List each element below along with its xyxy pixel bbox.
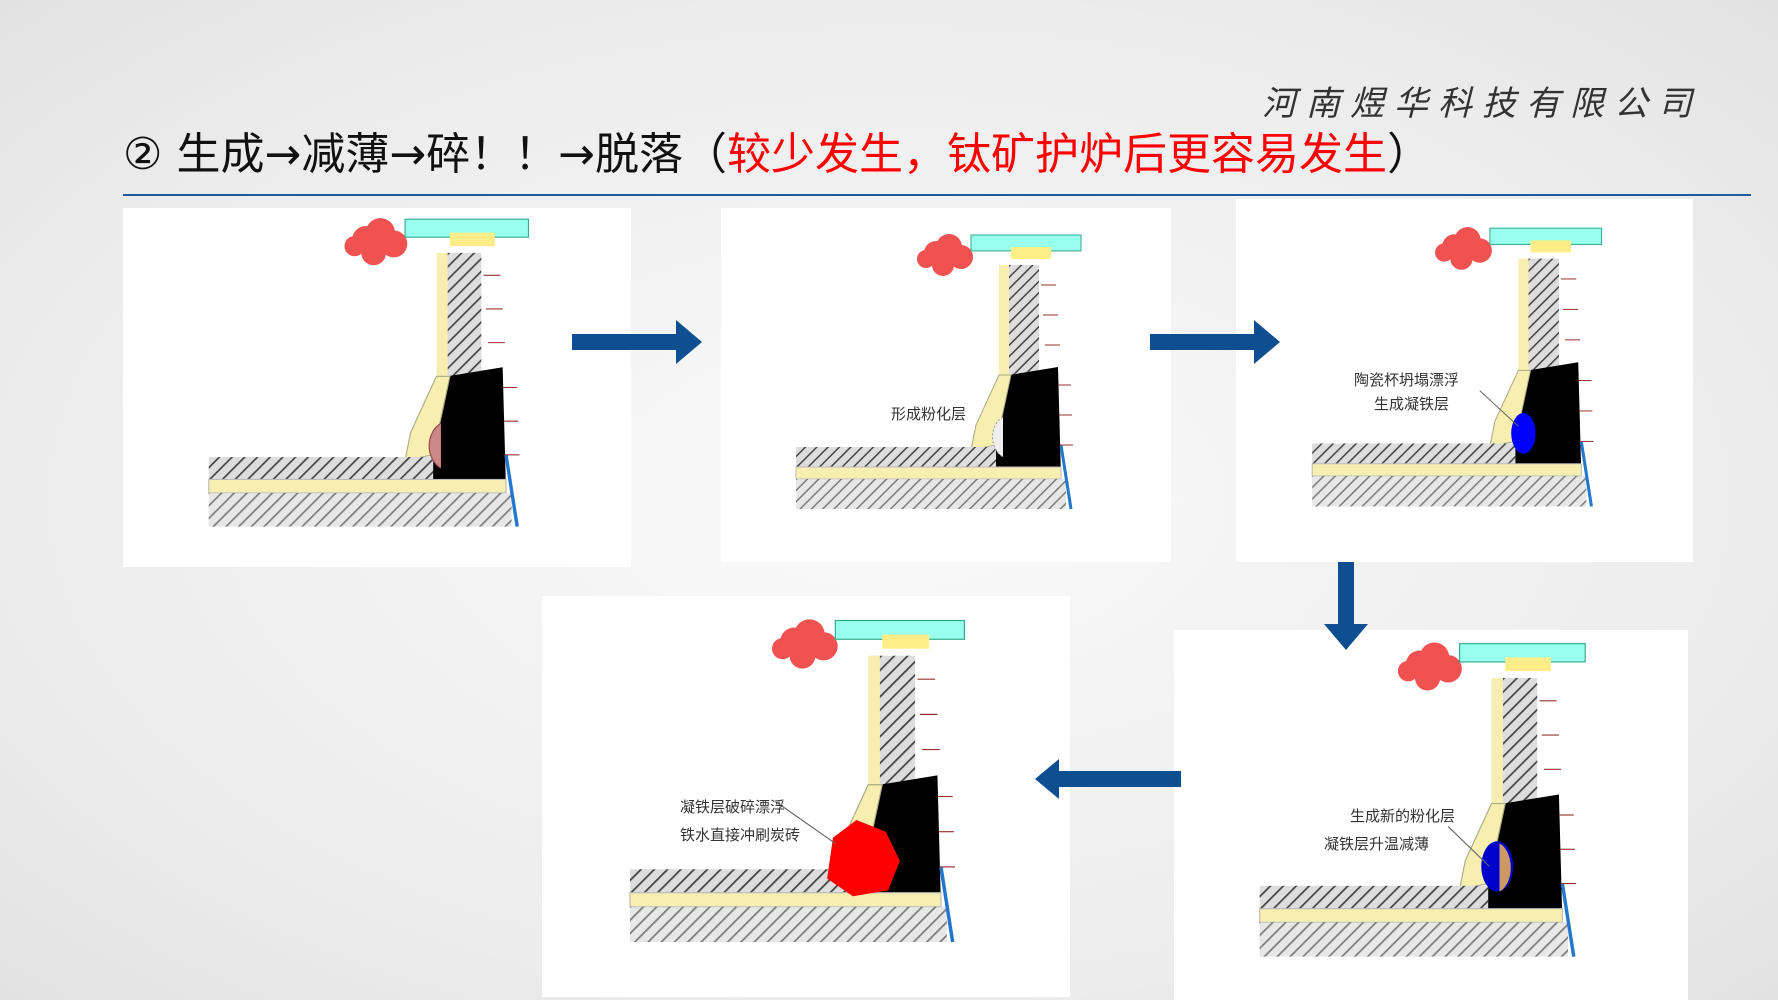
stage-1-diagram [123,208,631,567]
label-iron-layer-broken: 凝铁层破碎漂浮 [680,798,786,816]
label-powder-layer: 形成粉化层 [891,405,967,423]
label-iron-erosion: 铁水直接冲刷炭砖 [680,826,801,844]
step-number: ② [123,129,163,180]
stage-2-diagram: 形成粉化层 [721,208,1171,562]
title-main: 生成→减薄→碎！！→脱落（ [176,129,728,180]
arrow-left-icon [1035,759,1181,799]
company-logo-text: 河南煜华科技有限公司 [1262,84,1702,124]
label-cup-collapse: 陶瓷杯坍塌漂浮 [1354,371,1460,389]
title-highlight: 较少发生，钛矿护炉后更容易发生 [727,129,1388,180]
slide-title: ② 生成→减薄→碎！！→脱落（较少发生，钛矿护炉后更容易发生） [123,118,1431,182]
arrow-down-icon [1324,562,1368,650]
label-new-powder-layer: 生成新的粉化层 [1350,807,1456,825]
stage-3-diagram: 陶瓷杯坍塌漂浮 生成凝铁层 [1236,199,1693,562]
label-iron-layer-thinning: 凝铁层升温减薄 [1324,835,1430,853]
label-iron-layer: 生成凝铁层 [1374,395,1450,413]
arrow-right-icon [572,320,702,364]
title-close: ） [1387,129,1432,180]
arrow-right-icon [1150,320,1280,364]
stage-4-diagram: 生成新的粉化层 凝铁层升温减薄 [1174,630,1688,1000]
title-divider [123,194,1751,196]
stage-5-diagram: 凝铁层破碎漂浮 铁水直接冲刷炭砖 [542,596,1070,997]
